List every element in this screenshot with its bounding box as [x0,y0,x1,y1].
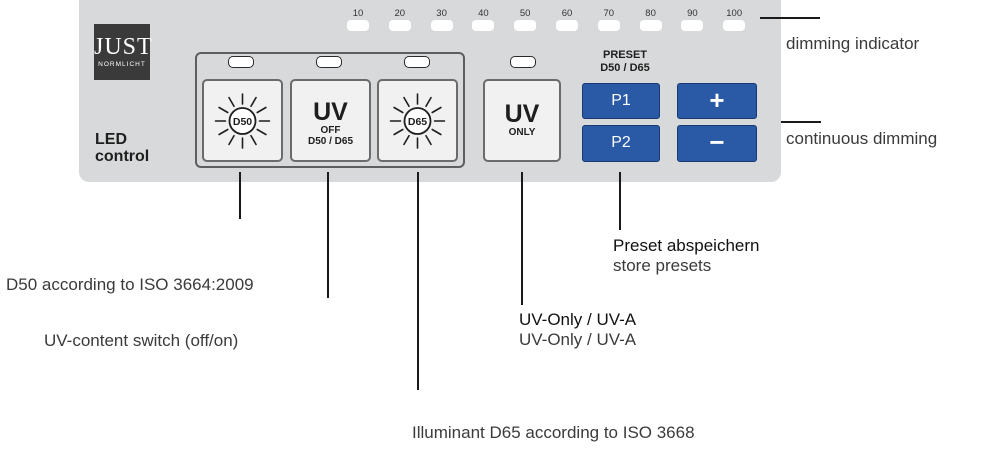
leader-dimming-indicator [760,17,820,19]
leader-uv-only [521,172,523,305]
dimming-tick-label: 90 [687,8,698,19]
dimming-indicator-led [597,20,620,31]
dimming-tick-label: 100 [726,8,743,19]
sun-ray [403,134,410,146]
sun-ray [256,128,267,136]
dimming-indicator-led [472,20,495,31]
panel-title: LED control [95,131,150,165]
preset-p2-button[interactable]: P2 [582,125,660,162]
dimming-tick-label: 40 [478,8,489,19]
annotation-uv-switch: UV-content switch (off/on) [44,331,239,350]
leader-uv-switch [327,172,329,298]
d50-status-led [228,56,254,68]
preset-header: PRESET D50 / D65 [600,49,650,74]
annotation-continuous-dimming: continuous dimming [786,129,938,148]
dimming-tick-label: 80 [645,8,656,19]
dimming-indicator-led [723,20,746,31]
dimming-indicator-led [556,20,578,31]
annotation-preset-de: Preset abspeichern [613,236,760,255]
dimming-tick-label: 60 [561,8,573,19]
annotation-d65: Illuminant D65 according to ISO 3668 [412,423,695,442]
sun-ray [218,128,229,136]
sun-ray [256,106,267,114]
annotation-d50: D50 according to ISO 3664:2009 [6,275,254,294]
uv-only-title: UV [504,100,540,128]
annotation-dimming-indicator: dimming indicator [786,34,920,53]
uv-status-led [316,56,342,68]
sun-ray [250,96,257,108]
leader-d50 [239,172,241,219]
sun-icon: D50 [214,93,271,149]
d50-button[interactable]: D50 [202,79,283,162]
uv-only-sub: ONLY [508,127,536,138]
dimming-tick-label: 30 [436,8,447,19]
d50-label: D50 [233,116,252,128]
sun-ray [250,134,257,146]
dimming-tick-label: 50 [519,8,531,19]
annotation-preset-en: store presets [613,256,712,275]
logo-subtitle: NORMLICHT [98,61,146,68]
dimming-indicator-led [639,20,662,31]
dimming-tick-label: 20 [394,8,406,19]
sun-ray [393,106,404,114]
leader-continuous-dimming [781,121,821,123]
leader-preset [619,172,621,230]
sun-ray [218,106,229,114]
preset-p1-button[interactable]: P1 [582,83,660,119]
uv-only-button[interactable]: UV ONLY [483,79,561,162]
d65-label: D65 [408,116,427,128]
sun-ray [393,128,404,136]
sun-ray [431,106,442,114]
sun-icon: D65 [389,93,446,149]
sun-ray [425,96,432,108]
d65-button[interactable]: D65 [377,79,458,162]
uv-only-status-led [510,56,536,68]
dimming-indicator-led [388,20,411,31]
sun-ray [228,96,235,108]
logo-brand: JUST [94,34,153,60]
dimming-tick-label: 70 [603,8,615,19]
annotation-uv-only-2: UV-Only / UV-A [519,330,637,349]
uv-off-sub: OFF [320,125,341,136]
dimming-tick-label: 10 [352,8,364,19]
d65-status-led [404,56,430,68]
dim-up-button[interactable]: + [677,83,757,119]
just-logo: JUST NORMLICHT [94,24,153,80]
sun-ray [403,96,410,108]
sun-ray [431,128,442,136]
dim-down-button[interactable]: − [677,125,757,162]
uv-off-sub2: D50 / D65 [307,136,354,147]
sun-ray [228,134,235,146]
sun-ray [425,134,432,146]
dimming-indicator-led [514,20,537,31]
light-mode-group [195,52,465,168]
dimming-indicator-led [430,20,453,31]
leader-d65 [417,172,419,390]
uv-off-button[interactable]: UV OFF D50 / D65 [290,79,371,162]
dimming-indicator-led [347,20,369,31]
uv-off-title: UV [313,98,348,126]
dimming-indicator-led [681,20,704,31]
annotation-uv-only-1: UV-Only / UV-A [519,310,637,329]
